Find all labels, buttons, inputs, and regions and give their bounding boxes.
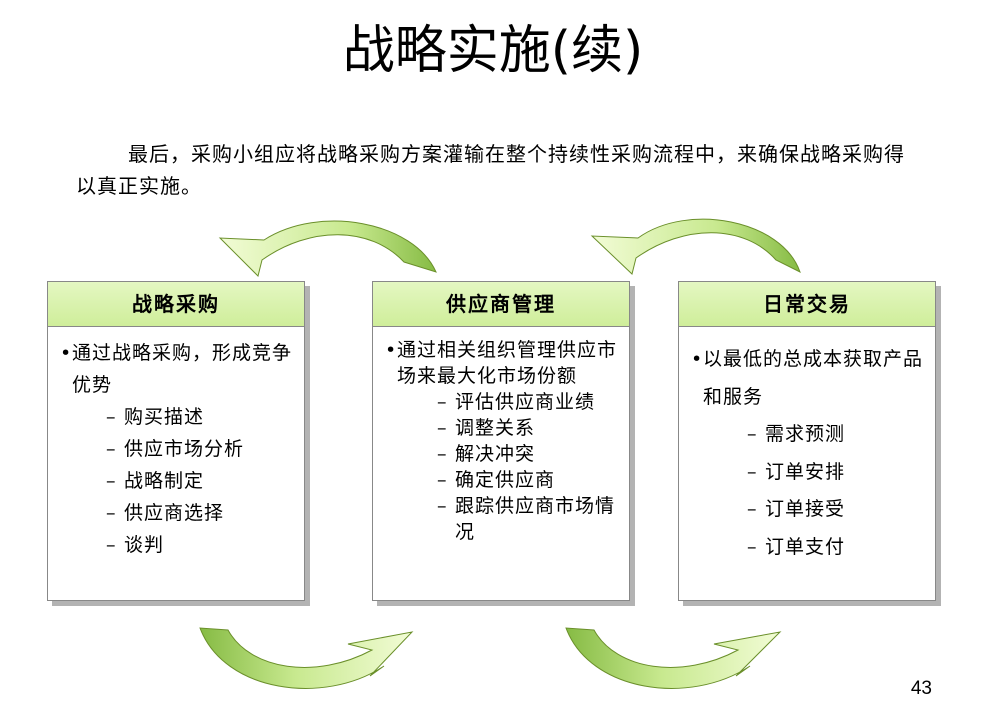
list-item: 供应市场分析 (106, 433, 294, 465)
bullet-text: 通过相关组织管理供应市场来最大化市场份额 (397, 339, 618, 387)
box-heading: 日常交易 (679, 282, 935, 327)
page-number: 43 (910, 678, 932, 699)
list-item: 订单安排 (747, 454, 925, 492)
slide-title: 战略实施(续) (342, 21, 644, 81)
box-bullet: • 通过战略采购，形成竞争优势 (60, 337, 294, 401)
arrow-bottom-left (199, 627, 414, 689)
box-bullet: • 以最低的总成本获取产品和服务 (691, 341, 925, 416)
list-item: 需求预测 (747, 416, 925, 454)
bullet-dot-icon: • (385, 339, 398, 361)
list-item: 确定供应商 (437, 467, 619, 493)
box-bullet: • 通过相关组织管理供应市场来最大化市场份额 (385, 337, 619, 389)
arrow-top-left (218, 220, 437, 277)
box-strategic-sourcing: 战略采购 • 通过战略采购，形成竞争优势 购买描述 供应市场分析 战略制定 供应… (47, 281, 305, 601)
box-supplier-management: 供应商管理 • 通过相关组织管理供应市场来最大化市场份额 评估供应商业绩 调整关… (372, 281, 630, 601)
list-item: 解决冲突 (437, 441, 619, 467)
arrow-top-right (590, 218, 801, 275)
arrow-bottom-right (565, 627, 782, 689)
list-item: 购买描述 (106, 401, 294, 433)
bullet-dot-icon: • (60, 342, 73, 364)
bullet-text: 以最低的总成本获取产品和服务 (703, 348, 924, 408)
bullet-dot-icon: • (691, 348, 704, 370)
intro-paragraph: 最后，采购小组应将战略采购方案灌输在整个持续性采购流程中，来确保战略采购得以真正… (76, 142, 905, 198)
list-item: 调整关系 (437, 415, 619, 441)
box-heading: 供应商管理 (373, 282, 629, 327)
list-item: 订单支付 (747, 529, 925, 567)
box-heading: 战略采购 (48, 282, 304, 327)
box-daily-transactions: 日常交易 • 以最低的总成本获取产品和服务 需求预测 订单安排 订单接受 订单支… (678, 281, 936, 601)
list-item: 谈判 (106, 529, 294, 561)
list-item: 评估供应商业绩 (437, 389, 619, 415)
list-item: 战略制定 (106, 465, 294, 497)
list-item: 供应商选择 (106, 497, 294, 529)
list-item: 订单接受 (747, 491, 925, 529)
list-item: 跟踪供应商市场情况 (437, 493, 619, 545)
bullet-text: 通过战略采购，形成竞争优势 (72, 342, 293, 396)
